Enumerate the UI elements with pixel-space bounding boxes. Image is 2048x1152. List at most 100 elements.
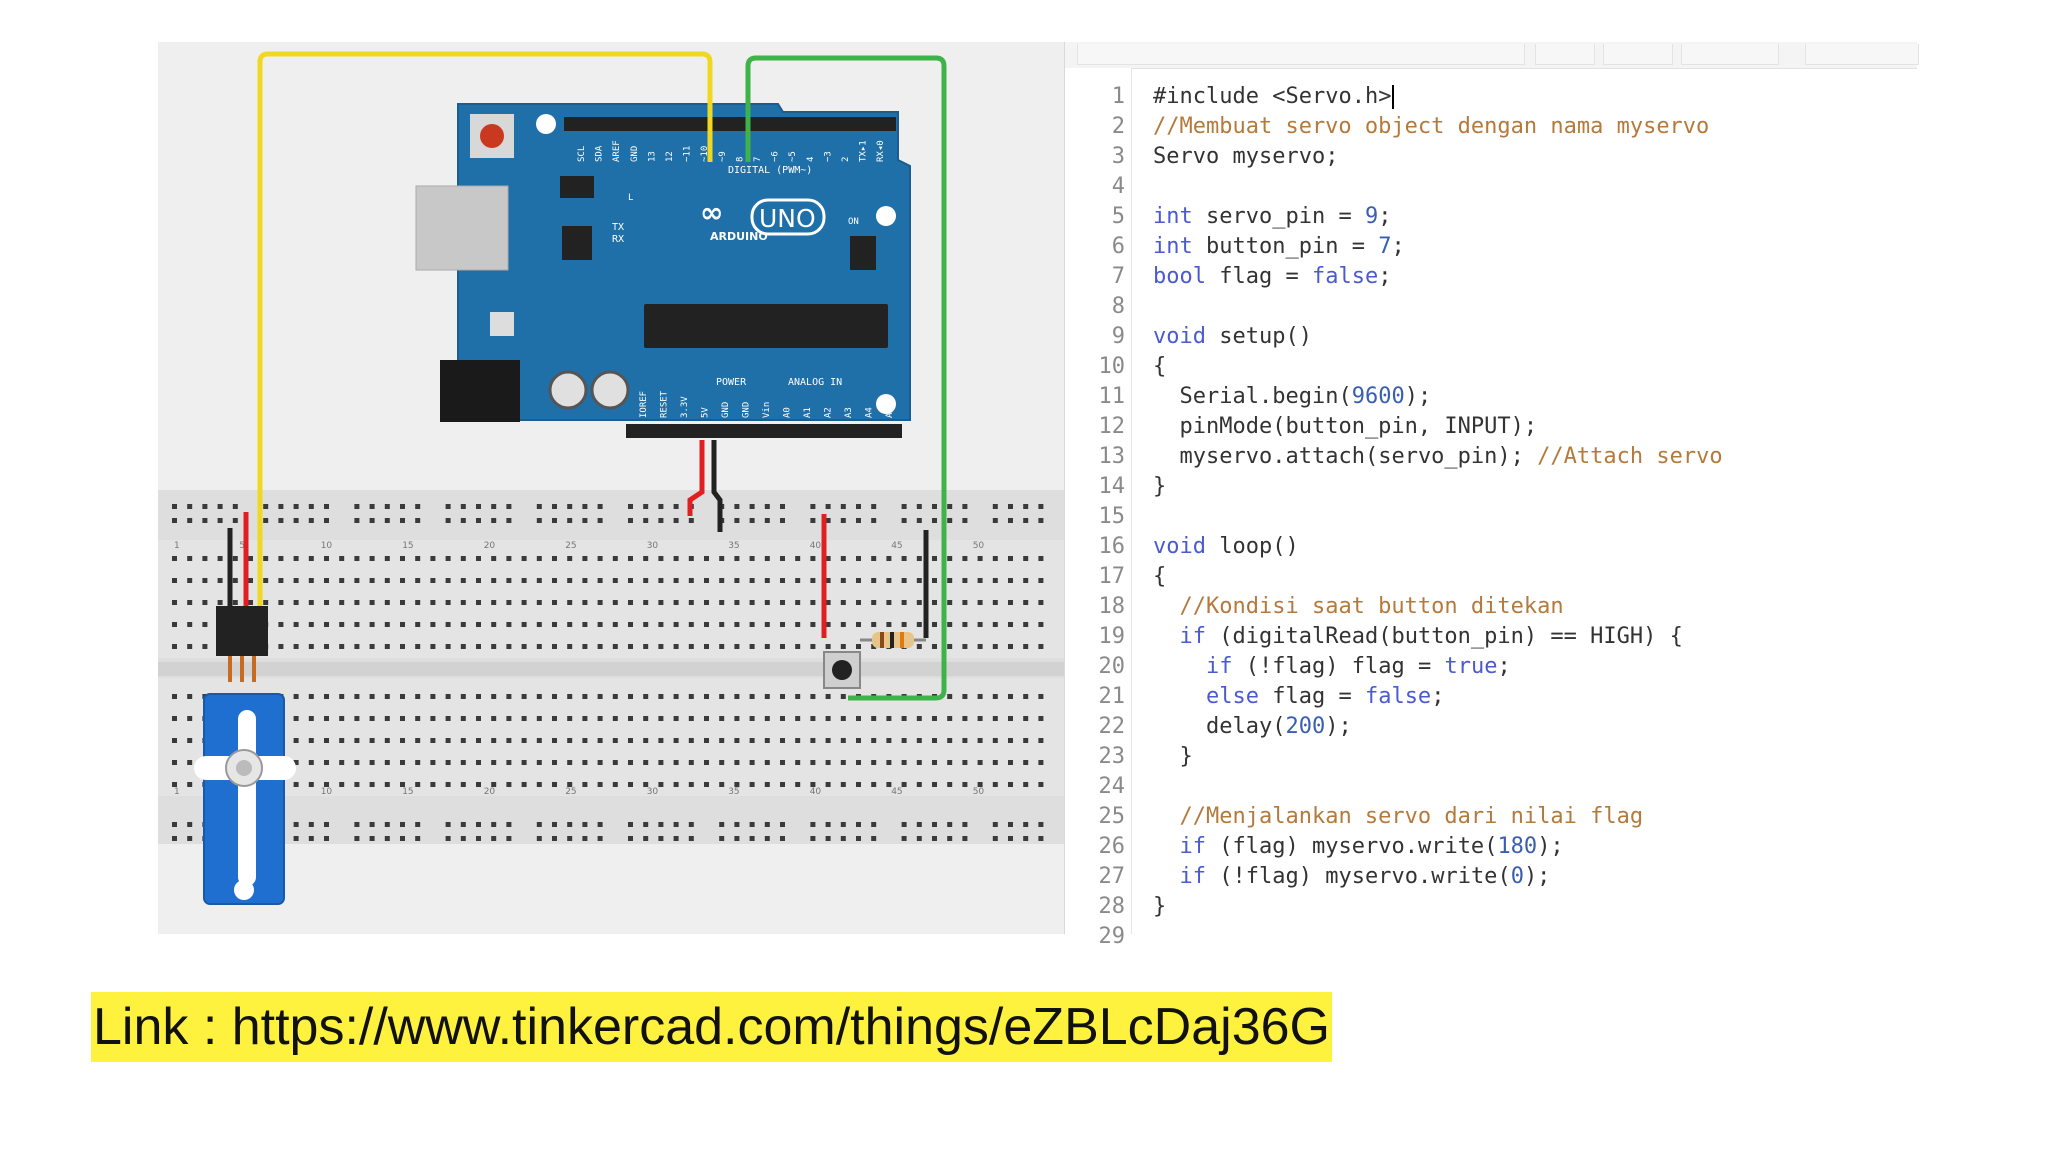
breadboard-hole[interactable] bbox=[1038, 518, 1044, 523]
breadboard-hole[interactable] bbox=[856, 716, 861, 721]
breadboard-hole[interactable] bbox=[324, 518, 329, 523]
breadboard-hole[interactable] bbox=[643, 504, 649, 509]
breadboard-hole[interactable] bbox=[780, 622, 785, 627]
breadboard-hole[interactable] bbox=[597, 622, 603, 627]
breadboard-hole[interactable] bbox=[400, 504, 405, 509]
breadboard-hole[interactable] bbox=[506, 760, 512, 765]
breadboard-hole[interactable] bbox=[825, 556, 831, 561]
breadboard-hole[interactable] bbox=[202, 578, 208, 583]
breadboard-hole[interactable] bbox=[384, 622, 390, 627]
breadboard-hole[interactable] bbox=[187, 644, 193, 649]
breadboard-hole[interactable] bbox=[688, 836, 694, 841]
breadboard-hole[interactable] bbox=[749, 822, 755, 827]
breadboard-hole[interactable] bbox=[658, 694, 664, 699]
breadboard-hole[interactable] bbox=[293, 694, 299, 699]
breadboard-hole[interactable] bbox=[977, 622, 983, 627]
breadboard-hole[interactable] bbox=[552, 518, 557, 523]
breadboard-hole[interactable] bbox=[643, 716, 649, 721]
breadboard-hole[interactable] bbox=[886, 760, 892, 765]
breadboard-hole[interactable] bbox=[1008, 644, 1013, 649]
breadboard-hole[interactable] bbox=[217, 578, 223, 583]
breadboard-hole[interactable] bbox=[384, 760, 390, 765]
breadboard-hole[interactable] bbox=[460, 760, 466, 765]
breadboard-hole[interactable] bbox=[977, 694, 983, 699]
breadboard-hole[interactable] bbox=[856, 578, 861, 583]
breadboard-hole[interactable] bbox=[354, 578, 360, 583]
breadboard-hole[interactable] bbox=[825, 694, 831, 699]
breadboard-hole[interactable] bbox=[384, 822, 390, 827]
breadboard-hole[interactable] bbox=[354, 600, 360, 605]
breadboard-hole[interactable] bbox=[612, 760, 618, 765]
breadboard-hole[interactable] bbox=[308, 518, 314, 523]
breadboard-hole[interactable] bbox=[795, 578, 801, 583]
breadboard-hole[interactable] bbox=[780, 600, 785, 605]
breadboard-hole[interactable] bbox=[308, 782, 314, 787]
breadboard-hole[interactable] bbox=[324, 738, 329, 743]
breadboard-hole[interactable] bbox=[217, 556, 223, 561]
code-line[interactable]: { bbox=[1153, 564, 1167, 589]
breadboard-hole[interactable] bbox=[840, 504, 846, 509]
breadboard-hole[interactable] bbox=[369, 556, 375, 561]
breadboard-hole[interactable] bbox=[840, 644, 846, 649]
breadboard-hole[interactable] bbox=[871, 738, 877, 743]
breadboard-hole[interactable] bbox=[567, 578, 573, 583]
breadboard-hole[interactable] bbox=[187, 822, 193, 827]
breadboard-hole[interactable] bbox=[856, 822, 861, 827]
breadboard-hole[interactable] bbox=[400, 622, 405, 627]
breadboard-hole[interactable] bbox=[567, 694, 573, 699]
breadboard-hole[interactable] bbox=[947, 760, 953, 765]
breadboard-hole[interactable] bbox=[400, 822, 405, 827]
breadboard-hole[interactable] bbox=[992, 600, 998, 605]
breadboard-hole[interactable] bbox=[1038, 716, 1044, 721]
breadboard-hole[interactable] bbox=[202, 644, 208, 649]
breadboard-hole[interactable] bbox=[430, 556, 436, 561]
breadboard-hole[interactable] bbox=[597, 738, 603, 743]
breadboard-hole[interactable] bbox=[324, 622, 329, 627]
breadboard-hole[interactable] bbox=[597, 694, 603, 699]
breadboard-hole[interactable] bbox=[992, 694, 998, 699]
code-line[interactable]: void setup() bbox=[1153, 324, 1312, 349]
breadboard-hole[interactable] bbox=[673, 600, 679, 605]
breadboard-hole[interactable] bbox=[992, 738, 998, 743]
breadboard-hole[interactable] bbox=[552, 694, 557, 699]
breadboard-hole[interactable] bbox=[491, 782, 497, 787]
breadboard-hole[interactable] bbox=[339, 644, 345, 649]
breadboard-hole[interactable] bbox=[1023, 760, 1029, 765]
breadboard-hole[interactable] bbox=[628, 836, 633, 841]
breadboard-hole[interactable] bbox=[871, 716, 877, 721]
breadboard-hole[interactable] bbox=[1038, 644, 1044, 649]
breadboard-hole[interactable] bbox=[612, 782, 618, 787]
breadboard-hole[interactable] bbox=[567, 716, 573, 721]
breadboard-hole[interactable] bbox=[628, 622, 633, 627]
breadboard-hole[interactable] bbox=[460, 622, 466, 627]
breadboard-hole[interactable] bbox=[658, 738, 664, 743]
breadboard-hole[interactable] bbox=[764, 600, 770, 605]
breadboard-hole[interactable] bbox=[324, 836, 329, 841]
breadboard-hole[interactable] bbox=[232, 518, 238, 523]
breadboard-hole[interactable] bbox=[187, 738, 193, 743]
breadboard-hole[interactable] bbox=[764, 836, 770, 841]
toolbar-button[interactable] bbox=[1681, 44, 1779, 65]
breadboard-hole[interactable] bbox=[643, 694, 649, 699]
breadboard-hole[interactable] bbox=[643, 644, 649, 649]
breadboard-hole[interactable] bbox=[324, 600, 329, 605]
breadboard-hole[interactable] bbox=[278, 578, 284, 583]
breadboard-hole[interactable] bbox=[749, 644, 755, 649]
breadboard-hole[interactable] bbox=[810, 644, 816, 649]
breadboard-hole[interactable] bbox=[415, 836, 421, 841]
breadboard-hole[interactable] bbox=[840, 600, 846, 605]
breadboard-hole[interactable] bbox=[415, 518, 421, 523]
breadboard-hole[interactable] bbox=[658, 600, 664, 605]
breadboard-hole[interactable] bbox=[840, 836, 846, 841]
breadboard-hole[interactable] bbox=[339, 760, 345, 765]
breadboard-hole[interactable] bbox=[506, 622, 512, 627]
breadboard-hole[interactable] bbox=[795, 600, 801, 605]
breadboard-hole[interactable] bbox=[673, 504, 679, 509]
breadboard-hole[interactable] bbox=[324, 504, 329, 509]
breadboard-hole[interactable] bbox=[476, 644, 481, 649]
breadboard-hole[interactable] bbox=[445, 622, 451, 627]
breadboard-hole[interactable] bbox=[719, 822, 725, 827]
breadboard-hole[interactable] bbox=[567, 782, 573, 787]
code-line[interactable]: #include <Servo.h> bbox=[1153, 82, 1395, 112]
breadboard-hole[interactable] bbox=[308, 694, 314, 699]
